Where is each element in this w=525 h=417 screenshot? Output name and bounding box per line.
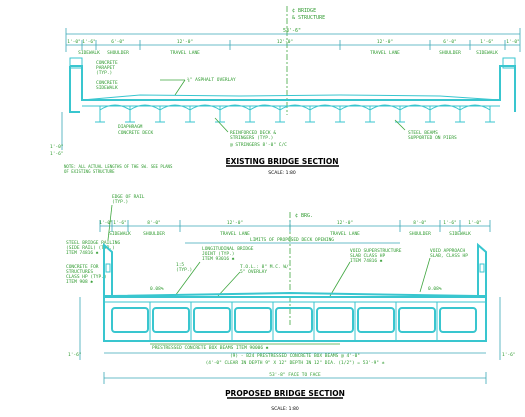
proposed-overlay-l-1: 1:5 — [176, 262, 184, 268]
existing-bottom-dim: 1'-6" — [50, 151, 64, 157]
existing-sidewalk-note-2: SIDEWALK — [96, 85, 118, 91]
existing-parapet-note-3: (TYP.) — [96, 70, 112, 76]
proposed-dim-2: 1'-6" — [113, 220, 127, 226]
proposed-parapet-note-1: CONCRETE FOR — [66, 264, 99, 270]
existing-parapet-note-1: CONCRETE — [96, 60, 118, 66]
existing-section-title: EXISTING BRIDGE SECTION — [225, 157, 338, 166]
existing-centerline-label: ¢ BRIDGE — [292, 8, 316, 14]
existing-overlay-note: ¾" ASPHALT OVERLAY — [187, 77, 236, 83]
proposed-super-note-1: VOID SUPERSTRUCTURE — [350, 248, 402, 254]
existing-label-lane-1: TRAVEL LANE — [170, 50, 200, 56]
existing-dim-6: 12'-0" — [377, 39, 393, 45]
existing-dim-9: 1'-0" — [506, 39, 520, 45]
existing-left-cap: 1'-0" — [50, 144, 64, 150]
proposed-label-lane-2: TRAVEL LANE — [330, 231, 360, 237]
existing-steel-note-1: STEEL BEAMS — [408, 130, 438, 136]
proposed-parapet-note-3: CLASS HP (TYP.) — [66, 274, 107, 280]
existing-parapet-note-2: PARAPET — [96, 65, 115, 71]
proposed-section-scale: SCALE: 1:80 — [271, 406, 299, 412]
proposed-limits-label: LIMITS OF PROPOSED DECK OPENING — [250, 237, 334, 243]
existing-rebar-note-2: STRINGERS (TYP.) — [230, 135, 273, 141]
existing-label-lane-2: TRAVEL LANE — [370, 50, 400, 56]
proposed-overlay-l-2: (TYP.) — [176, 267, 192, 273]
proposed-joint-note-3: ITEM 93016 ✱ — [202, 256, 235, 262]
existing-dim-4: 12'-0" — [177, 39, 193, 45]
proposed-dim-3: 8'-0" — [147, 220, 161, 226]
existing-label-shoulder-l: SHOULDER — [107, 50, 129, 56]
proposed-joint-note-1: LONGITUDINAL BRIDGE — [202, 246, 254, 252]
proposed-railing-note-2: (SIDE RAIL) (TYP.) — [66, 245, 115, 251]
existing-dim-7: 6'-0" — [443, 39, 457, 45]
proposed-dim-1: 1'-0" — [99, 220, 113, 226]
proposed-dim-5: 12'-0" — [337, 220, 353, 226]
proposed-crown-right: 0.08% — [428, 286, 442, 292]
proposed-section-title: PROPOSED BRIDGE SECTION — [225, 389, 345, 398]
proposed-joint-note-2: JOINT (TYP.) — [202, 251, 235, 257]
proposed-label-shoulder-r: SHOULDER — [409, 231, 431, 237]
proposed-left-dim: 1'-6" — [68, 352, 82, 358]
proposed-super-note-2: SLAB CLASS HP — [350, 253, 386, 259]
existing-section: ¢ BRIDGE & STRUCTURE 53'-6" 1'-0" 1'-6" … — [50, 6, 521, 176]
proposed-beam-note: PRESTRESSED CONCRETE BOX BEAMS ITEM 9000… — [152, 345, 269, 351]
proposed-edge-rail-2: (TYP.) — [112, 199, 128, 205]
proposed-dim-4: 12'-0" — [227, 220, 243, 226]
existing-dim-2: 1'-6" — [82, 39, 96, 45]
existing-label-shoulder-r: SHOULDER — [439, 50, 461, 56]
existing-diaphragm-note: DIAPHRAGM — [118, 124, 143, 130]
proposed-railing-note-3: ITEM 74816 ✱ — [66, 250, 99, 256]
proposed-overall-dim: 53'-8" FACE TO FACE — [269, 372, 321, 378]
proposed-beam-count: (9) - B24 PRESTRESSED CONCRETE BOX BEAMS… — [230, 353, 360, 359]
proposed-overlay-note-1: T.O.L.: 8" M.C. W/ — [240, 264, 289, 270]
existing-dim-5: 12'-0" — [277, 39, 293, 45]
proposed-overlay-note-2: 5" OVERLAY — [240, 269, 267, 275]
existing-section-scale: SCALE: 1:80 — [268, 170, 296, 176]
existing-overall-width: 53'-6" — [283, 28, 301, 34]
existing-rebar-note-1: REINFORCED DECK & — [230, 130, 276, 136]
existing-dim-3: 6'-0" — [111, 39, 125, 45]
existing-sidewalk-note-1: CONCRETE — [96, 80, 118, 86]
proposed-depth-note: (4'-0" CLEAR IN DEPTH 9" X 12" DEPTH IN … — [206, 360, 385, 366]
proposed-parapet-note-4: ITEM 908 ✱ — [66, 279, 93, 285]
proposed-label-shoulder-l: SHOULDER — [143, 231, 165, 237]
proposed-edge-rail-1: EDGE OF RAIL — [112, 194, 145, 200]
proposed-centerline-label: ¢ BRG. — [295, 213, 313, 219]
proposed-crown-left: 0.08% — [150, 286, 164, 292]
proposed-approach-note-1: VOID APPROACH — [430, 248, 466, 254]
proposed-dim-7: 1'-6" — [443, 220, 457, 226]
existing-dim-8: 1'-6" — [480, 39, 494, 45]
existing-label-sidewalk-r: SIDEWALK — [476, 50, 498, 56]
proposed-dim-8: 1'-0" — [468, 220, 482, 226]
proposed-label-lane-1: TRAVEL LANE — [220, 231, 250, 237]
proposed-railing-note-1: STEEL BRIDGE RAILING — [66, 240, 120, 246]
proposed-approach-note-2: SLAB, CLASS HP — [430, 253, 468, 259]
existing-deck-note: CONCRETE DECK — [118, 130, 154, 136]
proposed-label-sidewalk-l: SIDEWALK — [109, 231, 131, 237]
proposed-parapet-note-2: STRUCTURES — [66, 269, 93, 275]
existing-steel-note-2: SUPPORTED ON PIERS — [408, 135, 457, 141]
proposed-super-note-3: ITEM 74816 ✱ — [350, 258, 383, 264]
existing-label-sidewalk-l: SIDEWALK — [78, 50, 100, 56]
existing-note-1: NOTE: ALL ACTUAL LENGTHS OF THE SW. SEE … — [64, 164, 173, 169]
existing-dim-1: 1'-0" — [67, 39, 81, 45]
proposed-label-sidewalk-r: SIDEWALK — [449, 231, 471, 237]
existing-note-2: OF EXISTING STRUCTURE — [64, 169, 115, 174]
proposed-right-dim: 1'-6" — [502, 352, 516, 358]
proposed-section: ¢ BRG. EDGE OF RAIL (TYP.) 1'-0" 1'-6" 8… — [66, 194, 516, 412]
existing-stringer-note: @ STRINGERS 8'-0" C/C — [230, 142, 287, 148]
existing-station-label: & STRUCTURE — [292, 15, 325, 21]
proposed-dim-6: 8'-0" — [413, 220, 427, 226]
